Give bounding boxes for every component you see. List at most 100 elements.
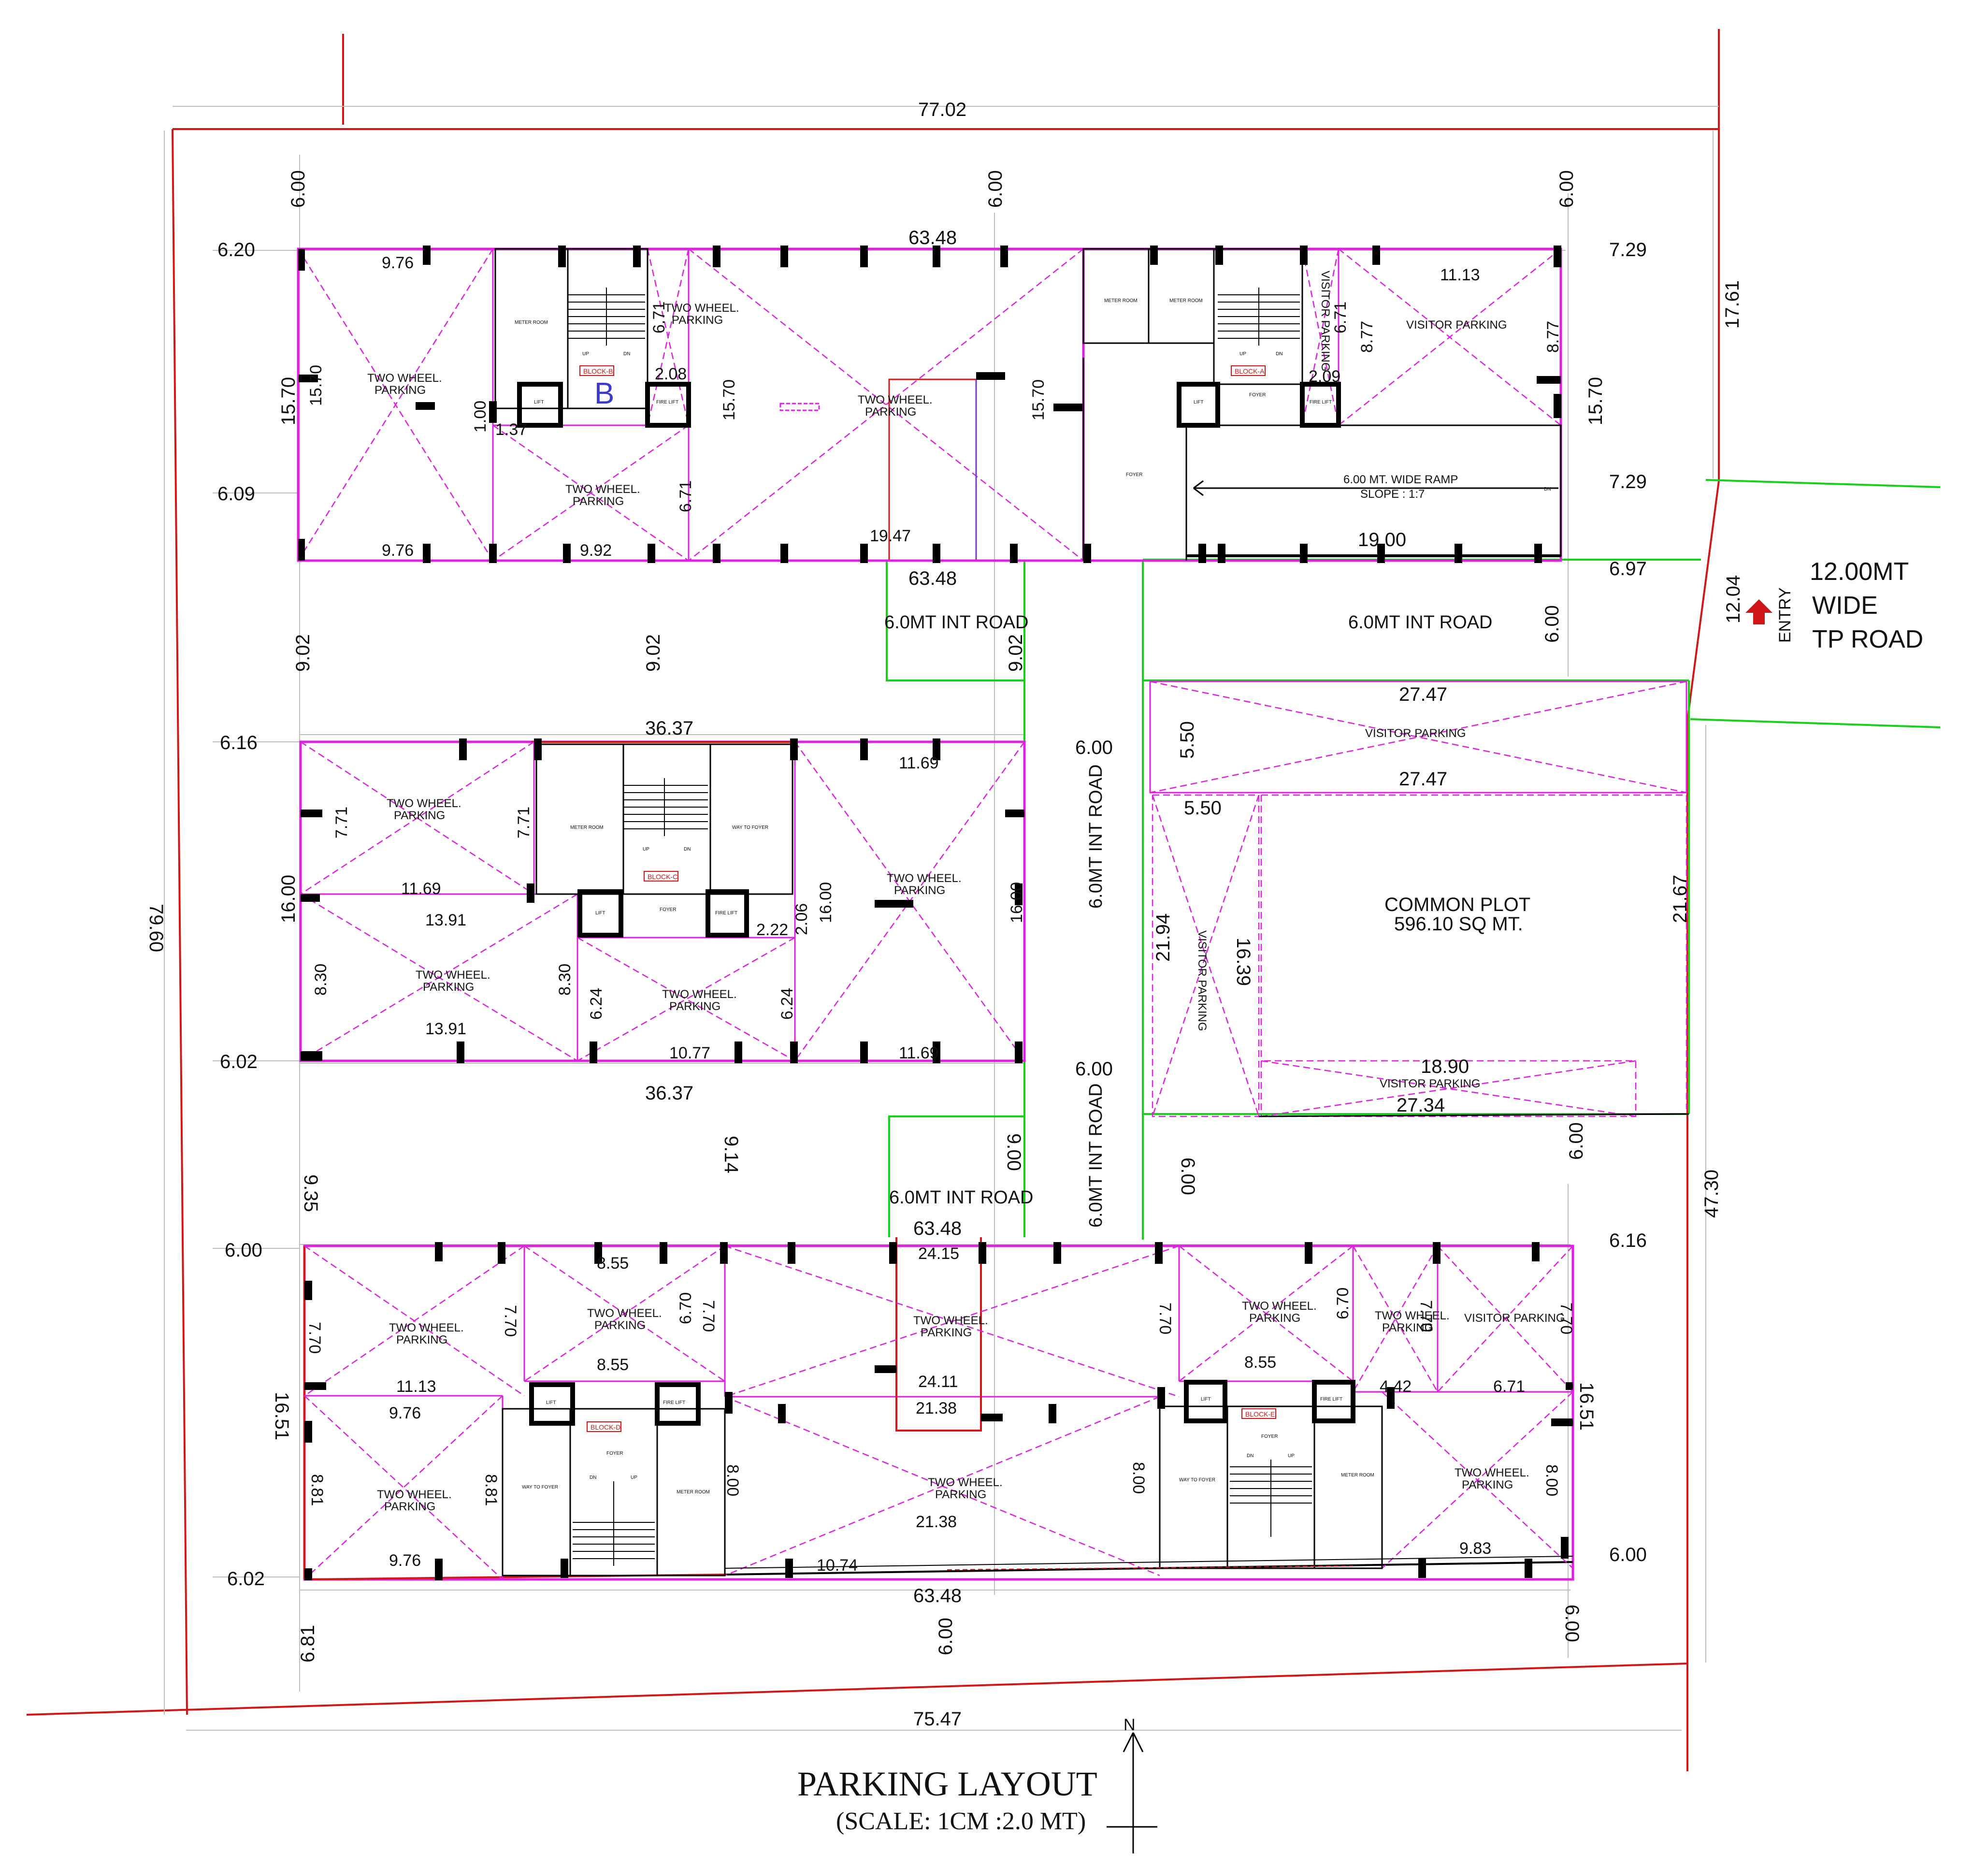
svg-text:PARKING: PARKING [935,1488,986,1501]
labels: 77.02 75.47 79.60 17.61 47.30 6.00 6.00 … [145,99,1923,1835]
svg-text:TWO WHEEL.: TWO WHEEL. [587,1307,662,1320]
svg-text:TWO WHEEL.: TWO WHEEL. [565,483,640,496]
dim: 16.51 [1576,1382,1597,1431]
svg-text:TWO WHEEL.: TWO WHEEL. [928,1476,1003,1489]
dim: 9.14 [720,1136,742,1173]
svg-text:UP: UP [1288,1453,1295,1459]
dim: 9.76 [389,1551,421,1570]
svg-text:METER ROOM: METER ROOM [1169,298,1203,304]
svg-text:WAY TO FOYER: WAY TO FOYER [732,825,768,830]
dim: 4.42 [1380,1377,1412,1396]
svg-text:UP: UP [1239,351,1246,357]
svg-text:UP: UP [643,847,649,852]
dim: 8.55 [1244,1353,1276,1372]
visitor-parking-label: VISITOR PARKING [1464,1312,1565,1325]
two-wheel-parking-labels: TWO WHEEL.PARKING TWO WHEEL.PARKING TWO … [367,302,1529,1513]
dim: 9.02 [292,634,314,672]
svg-text:TWO WHEEL.: TWO WHEEL. [367,372,442,385]
entry-arrow-icon [1745,599,1772,624]
dim: 7.71 [332,807,351,839]
visitor-parking-label: VISITOR PARKING [1406,318,1507,332]
dim: 63.48 [913,1218,962,1239]
dim: 6.71 [677,480,695,512]
svg-text:PARKING: PARKING [672,314,723,327]
svg-text:PARKING: PARKING [1382,1321,1433,1334]
dim: 6.71 [650,302,668,333]
dim: 12.04 [1723,575,1744,623]
dim: 8.81 [308,1474,326,1506]
svg-text:PARKING: PARKING [865,405,916,419]
dim: 7.70 [305,1322,324,1354]
svg-text:PARKING: PARKING [394,809,445,822]
dim: 18.90 [1421,1056,1469,1077]
dim: 11.69 [401,880,441,898]
north-label: N [1124,1716,1136,1734]
dim: 6.24 [778,988,796,1020]
plot-dim-right-top: 17.61 [1722,280,1743,329]
dim: 6.00 [1541,605,1563,643]
svg-text:FOYER: FOYER [1126,472,1142,477]
dim: 9.76 [382,254,414,272]
svg-text:FIRE LIFT: FIRE LIFT [1320,1397,1342,1402]
dim: 21.67 [1670,875,1691,923]
svg-text:PARKING: PARKING [375,384,426,397]
dim: 15.70 [1585,377,1606,425]
dim: 1.37 [495,420,527,439]
svg-text:FIRE LIFT: FIRE LIFT [715,911,737,916]
svg-text:FOYER: FOYER [606,1451,623,1456]
common-plot-area [1149,680,1689,1117]
dim: 19.00 [1358,529,1406,550]
dim: 21.38 [916,1513,957,1531]
entry-label: ENTRY [1776,587,1794,643]
common-plot-name: COMMON PLOT [1384,894,1530,915]
dim: 6.70 [677,1292,695,1324]
dim: 7.70 [1557,1302,1575,1334]
top-row-buildings [297,246,1562,563]
dim-left: 6.02 [227,1568,265,1590]
svg-text:PARKING: PARKING [894,884,945,897]
dim: 2.08 [655,365,687,383]
dim: 5.50 [1177,721,1198,759]
block-b-label: BLOCK-B [583,367,613,375]
dim: 9.92 [580,541,612,560]
svg-text:TWO WHEEL.: TWO WHEEL. [887,872,962,885]
road-label: 6.0MT INT ROAD [1086,765,1106,909]
dim: 10.74 [817,1556,858,1575]
ramp-slope: SLOPE : 1:7 [1360,488,1425,501]
svg-text:FOYER: FOYER [660,907,676,912]
dim: 27.47 [1399,684,1447,705]
dim: 5.50 [1184,797,1222,819]
dim: 6.00 [1177,1157,1198,1195]
room-labels: METER ROOM METER ROOM METER ROOM METER R… [515,298,1374,1495]
dim: 9.35 [300,1174,321,1212]
svg-text:DN: DN [684,847,691,852]
dim: 36.37 [645,1083,693,1104]
svg-text:PARKING: PARKING [1462,1478,1513,1491]
svg-text:LIFT: LIFT [595,911,605,916]
dim: 7.70 [501,1305,519,1337]
dim: 6.00 [1566,1122,1587,1160]
dim: 6.00 [1075,1058,1113,1080]
tp-road-line1: 12.00MT [1810,558,1909,586]
dim-left: 6.16 [220,732,258,753]
svg-text:TWO WHEEL.: TWO WHEEL. [1375,1309,1450,1322]
dim: 8.55 [597,1254,629,1273]
dim: 6.81 [297,1625,318,1663]
dim: 6.71 [1331,302,1350,333]
svg-text:LIFT: LIFT [546,1400,556,1405]
dim: 9.02 [643,634,664,672]
svg-text:TWO WHEEL.: TWO WHEEL. [664,302,739,315]
dim: 36.37 [645,718,693,739]
dim-setback: 6.00 [288,170,309,208]
svg-text:UP: UP [631,1475,637,1480]
block-e-label: BLOCK-E [1245,1410,1275,1418]
svg-text:PARKING: PARKING [573,495,624,508]
dim: 13.91 [425,911,466,929]
dim: 9.02 [1005,634,1026,672]
dim-setback: 6.00 [985,170,1006,208]
svg-text:METER ROOM: METER ROOM [515,320,548,325]
dim: 7.70 [1156,1302,1174,1334]
dim: 63.48 [908,227,957,248]
svg-text:PARKING: PARKING [384,1500,435,1513]
